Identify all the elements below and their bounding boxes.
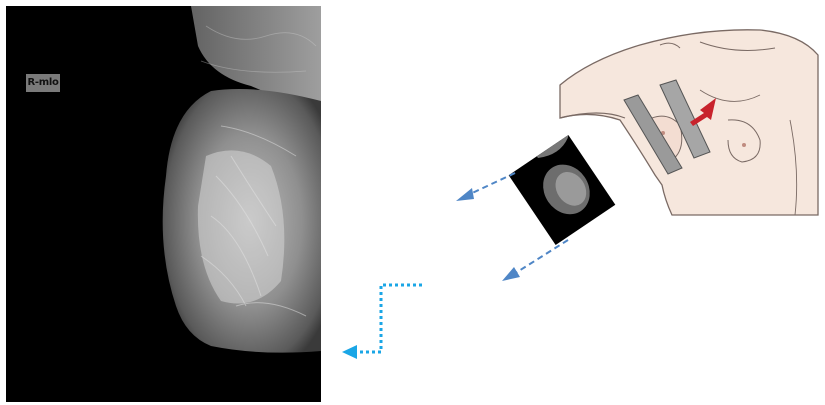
dashed-arrow-heads — [456, 188, 520, 281]
projection-film — [509, 135, 616, 245]
dotted-elbow-arrow-icon — [342, 285, 422, 359]
